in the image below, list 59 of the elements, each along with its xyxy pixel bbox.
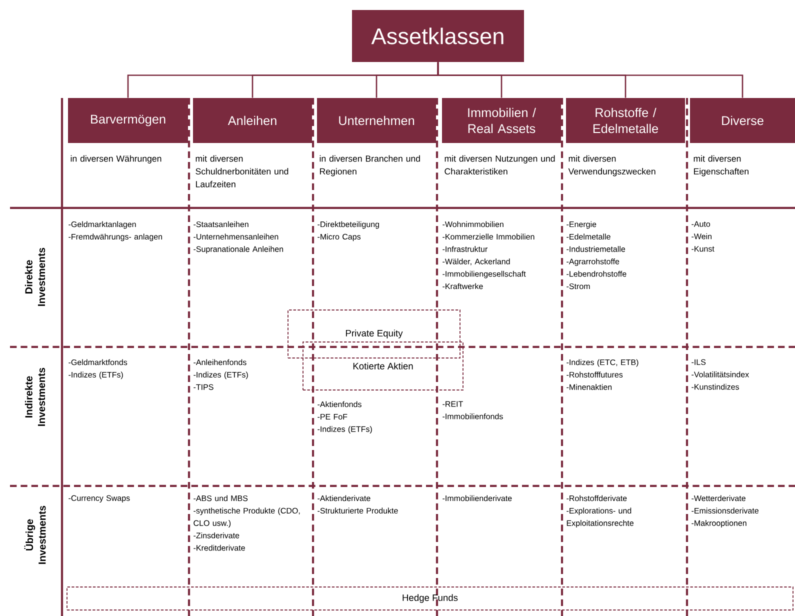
label: -Lebendrohstoffe bbox=[566, 270, 626, 277]
node-label: Immobilien / Real Assets bbox=[468, 108, 536, 134]
cell-text: -Aktienderivate -Strukturierte Produkte bbox=[318, 495, 398, 514]
node-label: Unternehmen bbox=[339, 116, 414, 126]
cell-text: -REIT -Immobilienfonds bbox=[442, 401, 503, 420]
label: -Zinsderivate bbox=[194, 532, 240, 538]
description-text: in diversen Währungen bbox=[70, 155, 162, 164]
cell-text: -Indizes (ETC, ETB) -Rohstofffutures -Minenaktien bbox=[566, 359, 638, 390]
cell-text: -Geldmarktanlagen -Fremdwährungs- anlagen bbox=[68, 221, 162, 242]
cell-text: -ILS -Volatilitätsindex -Kunstindizes bbox=[692, 359, 749, 390]
label: -ABS und MBS bbox=[194, 495, 248, 502]
category-box: Immobilien / Real Assets bbox=[442, 98, 561, 143]
label: -Energie bbox=[566, 221, 596, 229]
row-label: Indirekte Investments bbox=[24, 368, 46, 426]
cell-text: -Aktienfonds -PE FoF -Indizes (ETFs) bbox=[318, 401, 372, 434]
cell-text: -Staatsanleihen -Unternehmensanleihen -Supranationale Anleihen bbox=[194, 221, 284, 254]
description-text: mit diversen Nutzungen und Charakteristiken bbox=[444, 155, 555, 175]
label: -Wohnimmobilien bbox=[442, 221, 504, 228]
category-box: Unternehmen bbox=[317, 98, 436, 143]
label: -Industriemetalle bbox=[566, 246, 626, 252]
cell-text: -Wohnimmobilien -Kommerzielle Immobilien -Infrastruktur -Wälder, Ackerland -Immobiliengesellschaft -Kraftwerke bbox=[442, 221, 534, 290]
row-label: Direkte Investments bbox=[24, 248, 46, 306]
label: -Wälder, Ackerland bbox=[442, 258, 510, 266]
description-text: mit diversen Schuldnerbonitäten und Laufzeiten bbox=[196, 155, 288, 188]
label: -synthetische Produkte (CDO, CLO usw.) bbox=[194, 508, 300, 528]
label: -Kommerzielle Immobilien bbox=[442, 234, 534, 240]
label: -Agrarrohstoffe bbox=[566, 258, 620, 266]
cell-text: -Wetterderivate -Emissionsderivate -Makrooptionen bbox=[692, 495, 758, 528]
category-box: Diverse bbox=[690, 98, 795, 143]
cell-text: -Direktbeteiligung -Micro Caps bbox=[318, 221, 379, 242]
description-text: mit diversen Eigenschaften bbox=[694, 155, 748, 176]
label: -Strom bbox=[566, 283, 590, 290]
cell-text: -ABS und MBS -synthetische Produkte (CDO, CLO usw.) -Zinsderivate -Kreditderivate bbox=[194, 495, 300, 551]
cell-text: -Energie -Edelmetalle -Industriemetalle -Agrarrohstoffe -Lebendrohstoffe -Strom bbox=[566, 221, 626, 290]
label: -Kraftwerke bbox=[442, 283, 483, 290]
cell-text: -Auto -Wein -Kunst bbox=[692, 221, 714, 252]
description-text: mit diversen Verwendungszwecken bbox=[568, 155, 656, 176]
category-box: Anleihen bbox=[193, 98, 312, 143]
cell-text: -Geldmarktfonds -Indizes (ETFs) bbox=[68, 359, 128, 380]
group-box: Kotierte Aktien bbox=[302, 342, 464, 390]
cell-text: -Immobilienderivate bbox=[442, 495, 512, 502]
connector-line bbox=[437, 62, 744, 98]
node-label: Rohstoffe / Edelmetalle bbox=[593, 108, 658, 134]
description-text: in diversen Branchen und Regionen bbox=[320, 155, 420, 176]
cell-text: -Currency Swaps bbox=[68, 495, 130, 502]
row-label: Übrige Investments bbox=[24, 506, 46, 564]
group-box: Private Equity bbox=[288, 310, 460, 358]
label: -Edelmetalle bbox=[566, 234, 610, 240]
category-box: Barvermögen bbox=[68, 98, 188, 143]
label: -Immobiliengesellschaft bbox=[442, 270, 526, 278]
group-box: Hedge Funds bbox=[66, 586, 794, 610]
node-label: Barvermögen bbox=[91, 114, 166, 126]
cell-text: -Anleihenfonds -Indizes (ETFs) -TIPS bbox=[194, 359, 248, 390]
label: -Infrastruktur bbox=[442, 246, 488, 252]
node-label: Anleihen bbox=[228, 116, 276, 126]
title-box: Assetklassen bbox=[352, 10, 524, 62]
label: -Kreditderivate bbox=[194, 544, 245, 551]
cell-text: -Rohstoffderivate -Explorations- und Exploitationsrechte bbox=[566, 495, 634, 528]
category-box: Rohstoffe / Edelmetalle bbox=[566, 98, 685, 143]
